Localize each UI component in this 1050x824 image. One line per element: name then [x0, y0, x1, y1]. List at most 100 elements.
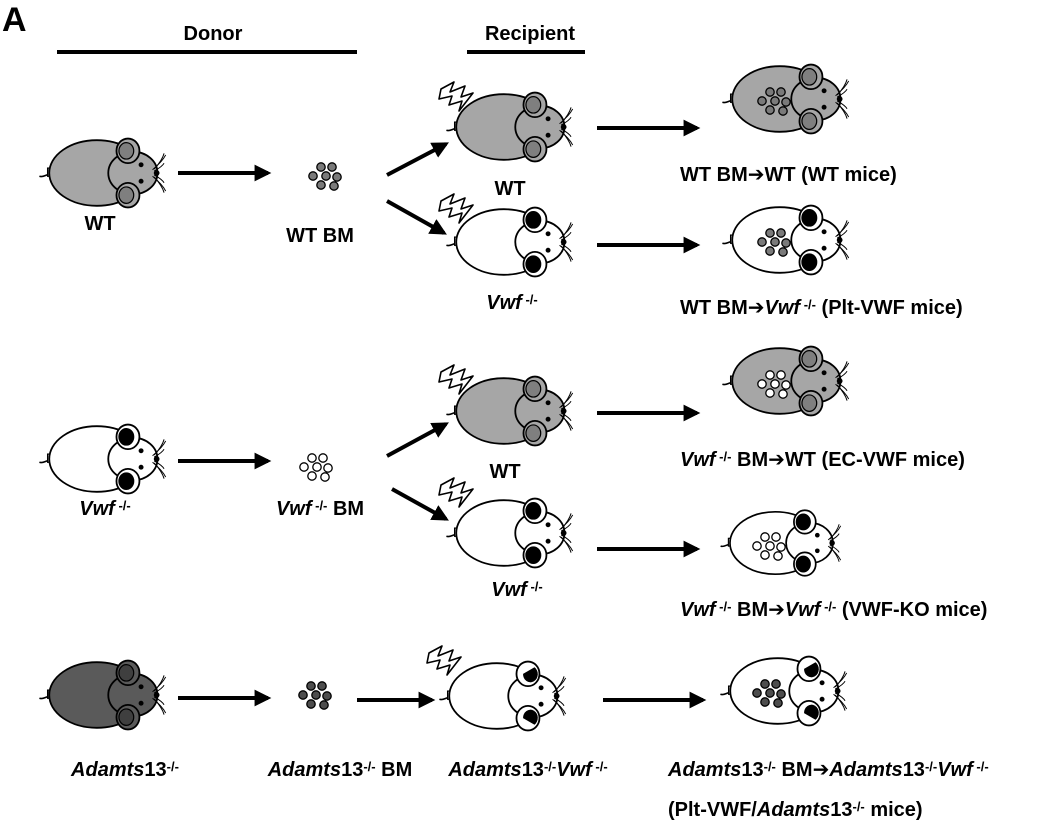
result-mouse-ec-vwf [722, 345, 850, 417]
cell-dot [765, 105, 775, 115]
cell-dot [752, 541, 762, 551]
cell-dot [329, 181, 339, 191]
cell-dot [765, 228, 775, 238]
cell-dot [317, 681, 327, 691]
cell-dot [307, 471, 317, 481]
cell-dot [760, 697, 770, 707]
recipient-mouse-wt-2 [446, 375, 574, 447]
arrow-bm-to-recipient-2b [391, 487, 449, 521]
arrow-bm-to-recipient-2a [386, 422, 449, 458]
cell-dot [757, 96, 767, 106]
cell-dot [306, 699, 316, 709]
cell-dot [765, 246, 775, 256]
arrows [178, 119, 707, 709]
cell-dot [770, 379, 780, 389]
donor-header: Donor [184, 23, 243, 45]
result-cells-plt-vwf [757, 228, 791, 257]
cell-dot [299, 462, 309, 472]
cell-dot [778, 106, 788, 116]
cell-dot [770, 237, 780, 247]
donor-mouse-vwf-ko [39, 423, 167, 495]
cell-dot [308, 171, 318, 181]
cell-dot [327, 162, 337, 172]
result-mouse-vwf-ko-mice [720, 509, 842, 577]
cell-dot [765, 541, 775, 551]
cell-dot [765, 688, 775, 698]
cell-dot [781, 238, 791, 248]
result-cells-vwf-ko-mice [752, 532, 786, 561]
cell-dot [760, 679, 770, 689]
irradiation-bolts [426, 81, 474, 676]
irradiation-bolt-icon [426, 645, 462, 676]
cell-dot [760, 532, 770, 542]
bm-label-adamts13-ko: Adamts13-/- BM [267, 759, 413, 781]
recipient-label-double-ko: Adamts13-/-Vwf -/- [447, 759, 607, 781]
result-cells-plt-vwf-adamts [752, 679, 786, 708]
cell-dot [781, 97, 791, 107]
cell-dot [771, 532, 781, 542]
panel-letter: A [2, 1, 27, 39]
recipient-mouse-wt [446, 91, 574, 163]
bm-label-wt: WT BM [286, 225, 354, 247]
cell-dot [773, 698, 783, 708]
cell-dot [757, 237, 767, 247]
cell-dot [770, 96, 780, 106]
result-label-plt-vwf-adamts: Adamts13-/- BM➔Adamts13-/-Vwf -/- [667, 759, 989, 781]
cell-dot [778, 389, 788, 399]
result-mouse-plt-vwf [722, 204, 850, 276]
donor-label-wt: WT [84, 213, 115, 235]
result-mouse-wt-mice [722, 63, 850, 135]
cell-dot [765, 388, 775, 398]
irradiation-bolt-icon [438, 477, 474, 508]
cell-dot [320, 472, 330, 482]
cell-dot [312, 462, 322, 472]
cell-dot [307, 453, 317, 463]
cell-dot [776, 87, 786, 97]
cell-dot [776, 228, 786, 238]
cell-dot [298, 690, 308, 700]
cell-dot [318, 453, 328, 463]
recipient-header: Recipient [485, 23, 575, 45]
cell-dot [773, 551, 783, 561]
arrow-bm-to-recipient-1a [386, 142, 449, 177]
cell-dot [316, 180, 326, 190]
bm-cells-adamts13-ko [298, 681, 332, 710]
mice [39, 63, 850, 732]
cell-dot [776, 689, 786, 699]
recipient-mouse-vwf-ko [446, 206, 574, 278]
recipient-label-wt-2: WT [489, 461, 520, 483]
result-cells-wt-mice [757, 87, 791, 116]
cell-dot [306, 681, 316, 691]
bone-marrow-cells [298, 87, 791, 710]
result-label-wt-mice: WT BM➔WT (WT mice) [680, 164, 897, 186]
cell-dot [321, 171, 331, 181]
donor-label-vwf-ko: Vwf -/- [79, 498, 130, 520]
cell-dot [322, 691, 332, 701]
donor-label-adamts13-ko: Adamts13-/- [70, 759, 179, 781]
cell-dot [778, 247, 788, 257]
recipient-mouse-vwf-ko-2 [446, 497, 574, 569]
donor-mouse-wt [39, 137, 167, 209]
cell-dot [765, 87, 775, 97]
cell-dot [776, 370, 786, 380]
cell-dot [781, 380, 791, 390]
cell-dot [765, 370, 775, 380]
cell-dot [319, 700, 329, 710]
cell-dot [323, 463, 333, 473]
recipient-mouse-double-ko [439, 660, 567, 732]
result-label-plt-vwf-adamts-2: (Plt-VWF/Adamts13-/- mice) [668, 799, 923, 821]
bm-label-vwf-ko: Vwf -/- BM [276, 498, 364, 520]
cell-dot [776, 542, 786, 552]
recipient-label-wt: WT [494, 178, 525, 200]
recipient-label-vwf-ko: Vwf -/- [486, 292, 537, 314]
bm-cells-wt [308, 162, 342, 191]
arrow-bm-to-recipient-1b [386, 199, 447, 235]
bm-cells-vwf-ko [299, 453, 333, 482]
result-cells-ec-vwf [757, 370, 791, 399]
donor-mouse-adamts13-ko [39, 659, 167, 731]
irradiation-bolt-icon [438, 193, 474, 224]
cell-dot [316, 162, 326, 172]
cell-dot [311, 690, 321, 700]
